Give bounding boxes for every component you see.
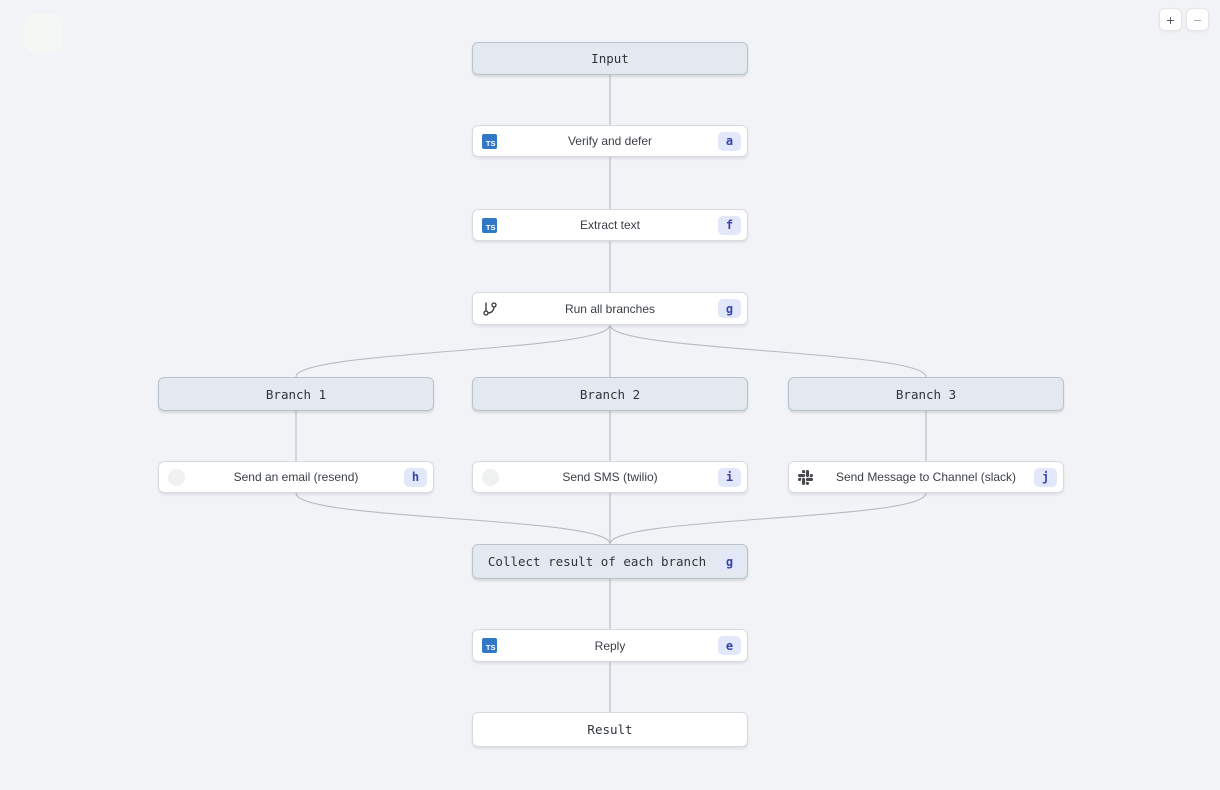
minus-icon: − — [1193, 11, 1202, 28]
resend-icon — [168, 468, 185, 486]
typescript-icon: TS — [482, 133, 497, 149]
node-collect-label: Collect result of each branch — [487, 554, 707, 569]
twilio-icon — [482, 468, 499, 486]
edge-run-branch1 — [295, 324, 611, 378]
zoom-out-button[interactable]: − — [1186, 8, 1209, 31]
node-branch1-label: Branch 1 — [265, 386, 327, 402]
node-sms-label: Send SMS (twilio) — [562, 470, 658, 484]
node-send-email-resend[interactable]: Send an email (resend) h — [158, 461, 434, 493]
zoom-in-button[interactable]: + — [1159, 8, 1182, 31]
node-branch2-label: Branch 2 — [579, 386, 641, 402]
key-badge: i — [718, 467, 741, 487]
typescript-icon: TS — [482, 217, 497, 233]
faint-logo — [24, 14, 62, 52]
key-badge: j — [1034, 467, 1057, 487]
node-extract-label: Extract text — [579, 218, 641, 232]
edge-email-collect — [295, 492, 611, 545]
node-branch-3[interactable]: Branch 3 — [788, 377, 1064, 411]
node-send-sms-twilio[interactable]: Send SMS (twilio) i — [472, 461, 748, 493]
node-result-label: Result — [587, 722, 633, 737]
node-result[interactable]: Result — [472, 712, 748, 747]
git-branch-icon — [482, 301, 498, 317]
plus-icon: + — [1166, 11, 1175, 28]
node-input-label: Input — [591, 51, 629, 66]
node-verify-and-defer[interactable]: TS Verify and defer a — [472, 125, 748, 157]
node-collect-result[interactable]: Collect result of each branch g — [472, 544, 748, 579]
edge-run-branch3 — [609, 324, 927, 378]
key-badge: f — [718, 215, 741, 235]
node-run-label: Run all branches — [564, 301, 656, 316]
node-email-label: Send an email (resend) — [233, 470, 359, 484]
node-reply[interactable]: TS Reply e — [472, 629, 748, 662]
key-badge: a — [718, 131, 741, 151]
node-input[interactable]: Input — [472, 42, 748, 75]
typescript-icon: TS — [482, 638, 497, 653]
edge-slack-collect — [609, 492, 927, 545]
node-branch-2[interactable]: Branch 2 — [472, 377, 748, 411]
node-branch-1[interactable]: Branch 1 — [158, 377, 434, 411]
node-verify-label: Verify and defer — [567, 134, 653, 148]
key-badge: h — [404, 467, 427, 487]
slack-icon — [798, 469, 813, 485]
node-run-all-branches[interactable]: Run all branches g — [472, 292, 748, 325]
key-badge: g — [718, 299, 741, 318]
node-branch3-label: Branch 3 — [895, 386, 957, 402]
key-badge: g — [718, 552, 741, 571]
node-slack-label: Send Message to Channel (slack) — [835, 470, 1017, 484]
node-send-message-slack[interactable]: Send Message to Channel (slack) j — [788, 461, 1064, 493]
node-reply-label: Reply — [594, 638, 626, 653]
node-extract-text[interactable]: TS Extract text f — [472, 209, 748, 241]
key-badge: e — [718, 636, 741, 655]
